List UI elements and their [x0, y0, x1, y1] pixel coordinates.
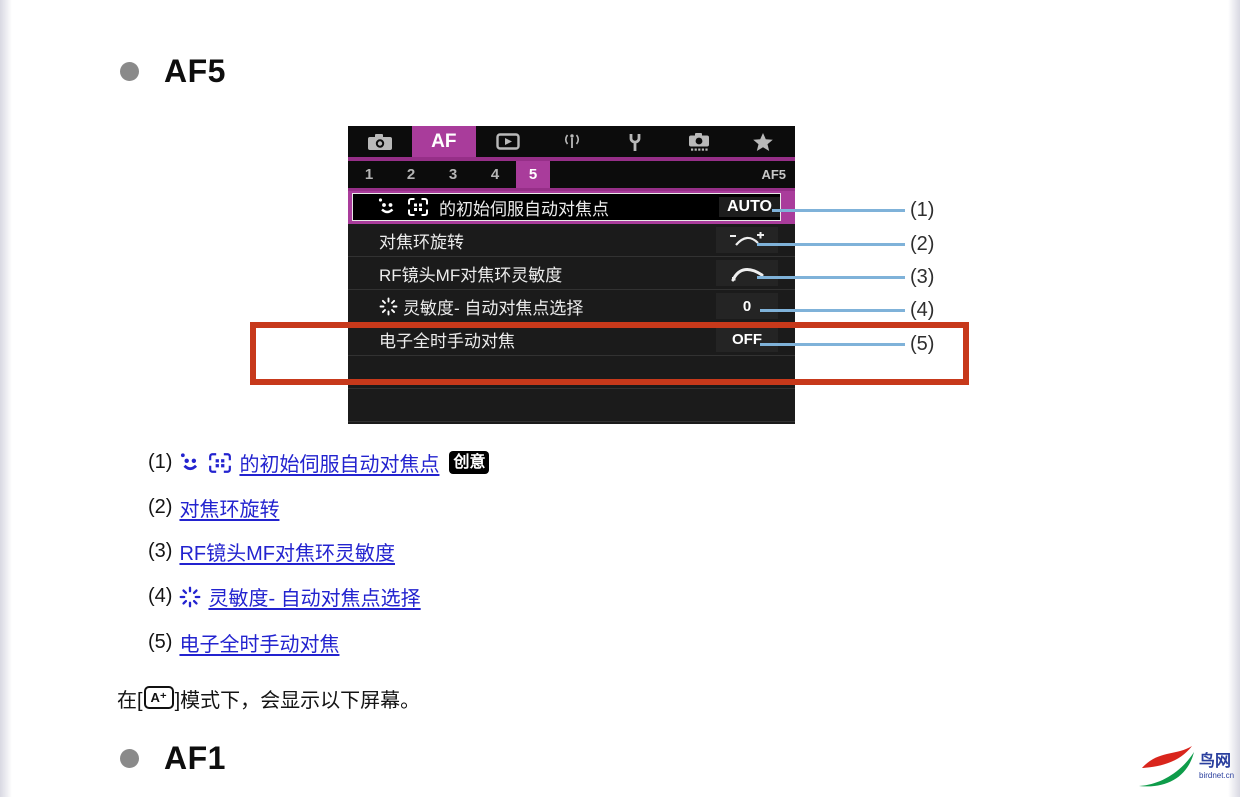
- callout-line-3: [757, 276, 905, 279]
- menu-item-label: 的初始伺服自动对焦点: [439, 199, 609, 219]
- page-left-edge: [0, 0, 12, 797]
- menu-page-3: 3: [448, 166, 458, 183]
- mf-sensitivity-curve-icon: [731, 268, 764, 282]
- menu-separator-2: [348, 188, 795, 191]
- mode-paragraph: 在[ A⁺ ]模式下，会显示以下屏幕。: [117, 684, 420, 713]
- wireless-icon: [564, 134, 579, 148]
- focus-ring-rotation-icon: [730, 232, 764, 246]
- link-focus-ring-rotation[interactable]: 对焦环旋转: [179, 499, 280, 521]
- scene-intelligent-auto-icon: A⁺: [143, 686, 174, 709]
- menu-row-focus-ring-rotation: 对焦环旋转: [348, 224, 795, 257]
- link-number: (2): [148, 496, 173, 518]
- link-row-3: (3) RF镜头MF对焦环灵敏度: [148, 537, 395, 566]
- menu-row-electronic-full-time-mf: 电子全时手动对焦 OFF: [348, 323, 795, 356]
- menu-row-initial-servo-af-point: 的初始伺服自动对焦点 AUTO: [348, 191, 795, 224]
- highlight-rectangle: [250, 322, 969, 385]
- callout-line-4: [760, 309, 905, 312]
- face-tracking-icon: [378, 198, 394, 214]
- menu-separator: [348, 157, 795, 161]
- menu-item-value: OFF: [716, 326, 778, 352]
- menu-page-1: 1: [364, 166, 374, 183]
- menu-page-number-bar: 1 2 3 4 5 AF5: [348, 161, 795, 188]
- camera-icon: [367, 133, 392, 150]
- bullet-icon: [120, 62, 139, 81]
- section-title: AF1: [164, 740, 226, 776]
- menu-page-2: 2: [406, 166, 416, 183]
- tab-my-menu: [731, 126, 795, 157]
- callout-label-4: (4): [910, 299, 935, 321]
- tab-shooting: [348, 126, 412, 157]
- link-initial-servo-af-point[interactable]: 的初始伺服自动对焦点: [239, 454, 440, 476]
- birdnet-watermark: 鸟网 birdnet.cn: [1138, 742, 1234, 792]
- menu-item-label: 对焦环旋转: [379, 232, 464, 252]
- menu-page-4: 4: [490, 166, 500, 183]
- tab-wireless: [540, 126, 604, 157]
- callout-label-2: (2): [910, 233, 935, 255]
- paragraph-prefix: 在[: [117, 690, 143, 712]
- multi-controller-icon: [379, 297, 398, 315]
- link-af-point-selection-sensitivity[interactable]: 灵敏度- 自动对焦点选择: [208, 588, 421, 610]
- paragraph-suffix: ]模式下，会显示以下屏幕。: [174, 690, 421, 712]
- playback-icon: [495, 133, 520, 150]
- creative-badge: 创意: [449, 451, 490, 474]
- tab-autofocus: AF: [411, 126, 476, 157]
- af-zone-icon: [408, 198, 428, 216]
- menu-row-af-point-selection-sensitivity: 灵敏度- 自动对焦点选择 0: [348, 290, 795, 323]
- callout-label-5: (5): [910, 333, 935, 355]
- callout-line-2: [757, 243, 905, 246]
- section-title: AF5: [164, 53, 226, 89]
- bullet-icon: [120, 749, 139, 768]
- link-rf-mf-sensitivity[interactable]: RF镜头MF对焦环灵敏度: [179, 543, 395, 565]
- wrench-icon: [629, 133, 641, 151]
- callout-label-3: (3): [910, 266, 935, 288]
- watermark-title: 鸟网: [1199, 753, 1232, 770]
- custom-functions-icon: [689, 132, 710, 151]
- menu-item-label: RF镜头MF对焦环灵敏度: [379, 265, 563, 285]
- tab-setup: [603, 126, 667, 157]
- tab-custom-functions: [667, 126, 731, 157]
- link-number: (5): [148, 631, 173, 653]
- birdnet-swoosh-icon: [1139, 746, 1194, 787]
- page-right-edge: [1228, 0, 1240, 797]
- link-electronic-full-time-mf[interactable]: 电子全时手动对焦: [179, 634, 340, 656]
- section-heading-af5: AF5: [120, 53, 226, 90]
- link-row-4: (4) 灵敏度- 自动对焦点选择: [148, 582, 421, 611]
- menu-item-label: 灵敏度- 自动对焦点选择: [403, 298, 584, 318]
- menu-page-label: AF5: [761, 167, 786, 182]
- menu-item-label: 电子全时手动对焦: [379, 331, 515, 351]
- watermark-domain: birdnet.cn: [1199, 771, 1235, 780]
- link-number: (3): [148, 540, 173, 562]
- menu-tab-bar: AF: [348, 126, 795, 157]
- link-row-5: (5) 电子全时手动对焦: [148, 628, 339, 657]
- callout-label-1: (1): [910, 199, 935, 221]
- menu-row-rf-mf-sensitivity: RF镜头MF对焦环灵敏度: [348, 257, 795, 290]
- af-zone-icon: [209, 452, 232, 473]
- link-number: (4): [148, 585, 173, 607]
- link-row-2: (2) 对焦环旋转: [148, 493, 279, 522]
- camera-menu-screenshot: AF: [348, 126, 795, 424]
- menu-row-empty: [348, 389, 795, 422]
- menu-item-value: 0: [716, 293, 778, 319]
- callout-line-1: [772, 209, 905, 212]
- star-icon: [753, 132, 773, 151]
- multi-controller-icon: [180, 586, 201, 607]
- face-tracking-icon: [181, 452, 198, 470]
- section-heading-af1: AF1: [120, 740, 226, 777]
- menu-page-5-active: 5: [516, 161, 550, 188]
- tab-playback: [476, 126, 540, 157]
- tab-af-label: AF: [431, 130, 457, 152]
- callout-line-5: [760, 343, 905, 346]
- menu-item-value: AUTO: [718, 197, 780, 217]
- link-row-1: (1) 的初始伺服自动对焦点 创意: [148, 448, 490, 477]
- link-number: (1): [148, 451, 173, 473]
